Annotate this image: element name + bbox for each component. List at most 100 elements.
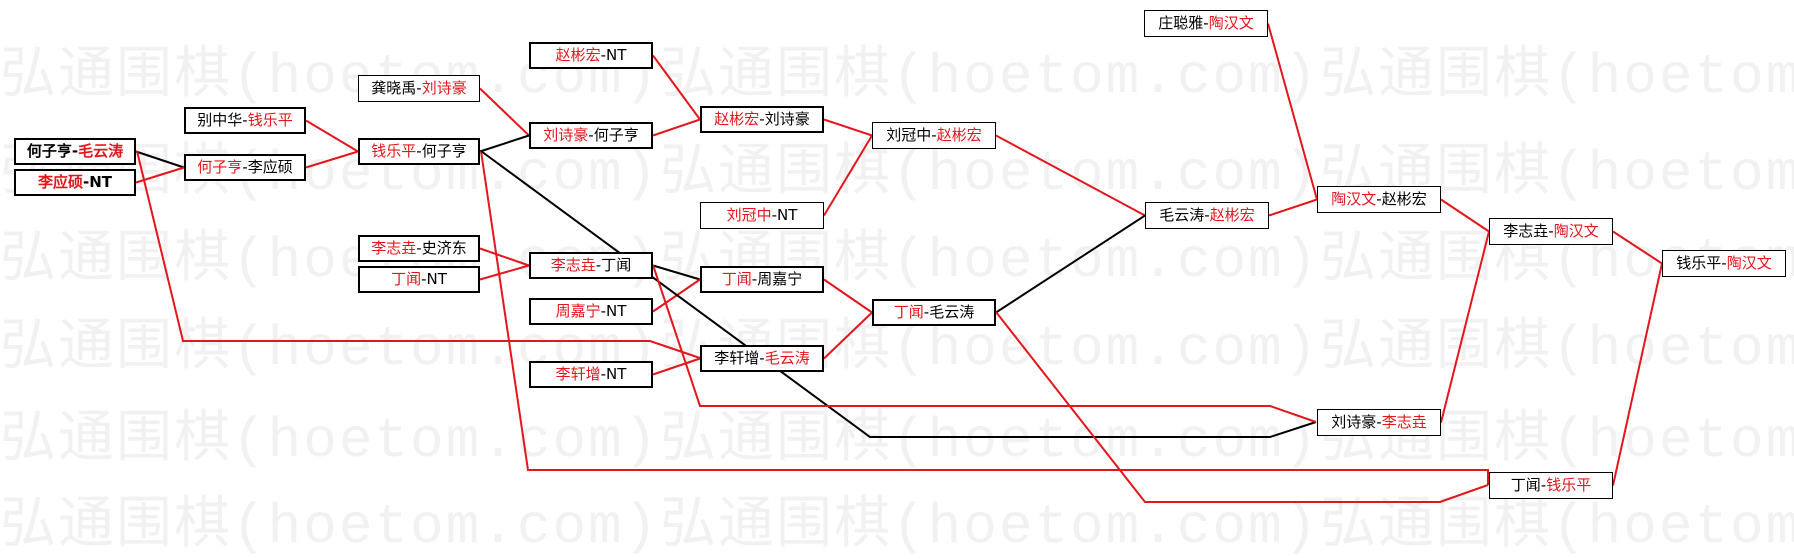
separator: - (600, 46, 607, 64)
separator: - (82, 173, 90, 191)
connector-path (136, 150, 701, 359)
player-name: 赵彬宏 (714, 110, 760, 128)
separator: - (1204, 206, 1210, 224)
match-node-r4b: 陶汉文-赵彬宏 (1317, 186, 1441, 213)
player-name: 钱乐平 (1546, 476, 1592, 494)
player-name: 何子亨 (197, 158, 243, 176)
player-name: 刘诗豪 (421, 79, 467, 97)
match-node-r2a: 何子亨-李应硕 (184, 154, 306, 181)
match-node-r4a: 毛云涛-赵彬宏 (1145, 202, 1269, 229)
player-name: 赵彬宏 (1381, 190, 1427, 208)
separator: - (1203, 14, 1209, 32)
connector-line (1268, 198, 1318, 217)
player-name: 赵彬宏 (1209, 206, 1255, 224)
match-node-r1a: 何子亨-毛云涛 (14, 138, 136, 165)
separator: - (931, 126, 937, 144)
player-name: 刘诗豪 (764, 110, 810, 128)
connector-line (479, 264, 530, 281)
connector-line (1440, 231, 1490, 423)
connector-line (1612, 263, 1663, 486)
separator: - (588, 126, 594, 144)
player-name: 钱乐平 (371, 142, 417, 160)
player-name: NT (606, 46, 627, 64)
separator: - (242, 158, 248, 176)
separator: - (759, 110, 765, 128)
player-name: NT (606, 302, 627, 320)
player-name: 赵彬宏 (936, 126, 982, 144)
separator: - (421, 270, 427, 288)
connector-line (823, 278, 873, 314)
separator: - (1548, 222, 1554, 240)
player-name: 丁闻 (721, 270, 752, 288)
player-name: 丁闻 (893, 303, 924, 321)
match-node-r4c: 刘诗豪-李志垚 (1317, 409, 1441, 436)
match-node-r2f: 丁闻-周嘉宁 (700, 266, 824, 293)
connector-line (1440, 198, 1490, 233)
connector-line (479, 87, 530, 137)
player-name: NT (606, 365, 627, 383)
player-name: 钱乐平 (247, 111, 293, 129)
connector-path (480, 150, 1317, 438)
match-node-r1d: 龚晓禹-刘诗豪 (358, 75, 480, 102)
separator: - (1376, 413, 1382, 431)
separator: - (600, 365, 607, 383)
separator: - (1376, 190, 1382, 208)
connector-line (135, 150, 185, 169)
match-node-r1b: 李应硕-NT (14, 169, 136, 196)
player-name: 丁闻 (391, 270, 422, 288)
match-node-r1h: 周嘉宁-NT (529, 298, 653, 325)
player-name: 陶汉文 (1553, 222, 1599, 240)
match-node-r1g: 丁闻-NT (358, 266, 480, 293)
player-name: 刘冠中 (726, 206, 772, 224)
player-name: 陶汉文 (1331, 190, 1377, 208)
player-name: 李志垚 (550, 256, 596, 274)
connector-line (652, 357, 701, 376)
connector-line (305, 150, 359, 169)
connector-line (479, 134, 530, 153)
player-name: 何子亨 (26, 142, 72, 160)
match-node-r2g: 李轩增-毛云涛 (700, 345, 824, 372)
connector-path (652, 264, 1317, 423)
player-name: 丁闻 (601, 256, 632, 274)
connector-line (823, 311, 873, 360)
match-node-r3b: 丁闻-毛云涛 (872, 299, 996, 326)
separator: - (416, 79, 422, 97)
player-name: 史济东 (421, 239, 467, 257)
match-node-r2d: 李志垚-丁闻 (529, 252, 653, 279)
player-name: 李轩增 (714, 349, 760, 367)
separator: - (771, 206, 778, 224)
player-name: 刘诗豪 (543, 126, 589, 144)
match-node-final: 钱乐平-陶汉文 (1662, 250, 1786, 277)
match-node-r1c: 别中华-钱乐平 (184, 107, 306, 134)
player-name: 周嘉宁 (757, 270, 803, 288)
separator: - (759, 349, 765, 367)
player-name: 陶汉文 (1726, 254, 1772, 272)
player-name: 毛云涛 (78, 142, 124, 160)
connector-line (652, 264, 701, 281)
separator: - (71, 142, 79, 160)
separator: - (1540, 476, 1547, 494)
player-name: 毛云涛 (1159, 206, 1205, 224)
match-node-r5b: 丁闻-钱乐平 (1489, 472, 1613, 499)
player-name: 丁闻 (1510, 476, 1541, 494)
player-name: 龚晓禹 (371, 79, 417, 97)
connector-line (652, 118, 701, 137)
separator: - (595, 256, 602, 274)
connector-line (652, 54, 701, 121)
match-node-r1k: 庄聪雅-陶汉文 (1144, 10, 1268, 37)
match-node-r1j: 刘冠中-NT (700, 202, 824, 229)
player-name: 李应硕 (37, 173, 83, 191)
connector-path (995, 311, 1489, 503)
connector-line (1612, 230, 1663, 265)
player-name: 李志垚 (1503, 222, 1549, 240)
connector-line (305, 119, 359, 153)
player-name: 庄聪雅 (1158, 14, 1204, 32)
player-name: 别中华 (197, 111, 243, 129)
player-name: 李轩增 (555, 365, 601, 383)
connector-line (479, 247, 530, 267)
bracket-diagram: 弘通围棋(hoetom.com) 弘通围棋(hoetom.com) 弘通围棋(h… (0, 10, 1794, 559)
player-name: NT (426, 270, 447, 288)
match-node-r1e: 赵彬宏-NT (529, 42, 653, 69)
connector-line (823, 134, 873, 217)
separator: - (242, 111, 248, 129)
